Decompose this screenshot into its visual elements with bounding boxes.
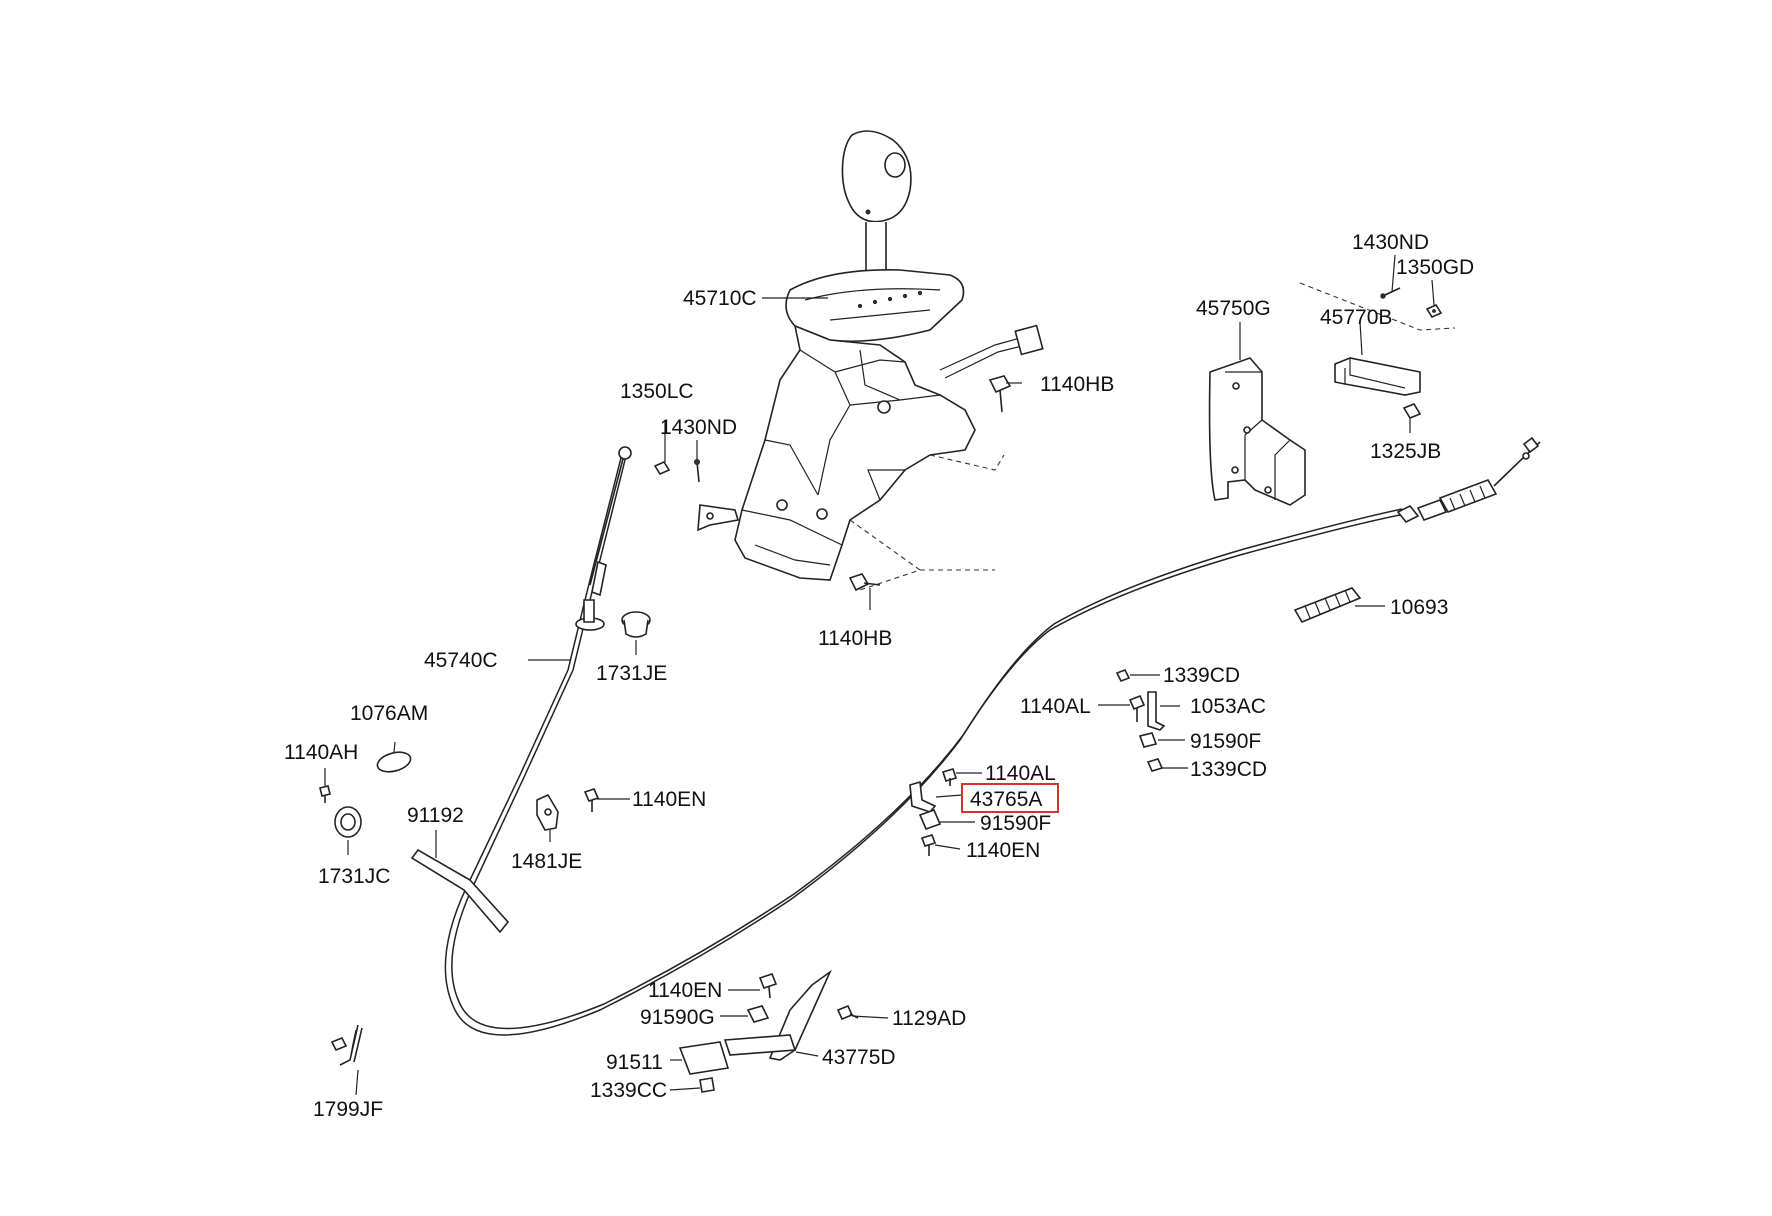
shift-lever-assembly[interactable] [697,130,1044,591]
bolt-1140en-mid-icon[interactable] [583,788,600,812]
dashed-guide-45770b [1299,282,1456,331]
label-91192[interactable]: 91192 [407,804,464,827]
label-1731je[interactable]: 1731JE [596,662,667,685]
label-1076am[interactable]: 1076AM [350,702,428,725]
label-10693[interactable]: 10693 [1390,596,1448,619]
pin-1430nd-right-icon[interactable] [1380,287,1401,299]
bracket-45750g[interactable] [1208,357,1306,506]
label-1140en-bottom[interactable]: 1140EN [648,979,722,1002]
label-91590f-mid[interactable]: 91590F [980,812,1051,835]
leader-lines [324,254,1435,1096]
label-1430nd-left[interactable]: 1430ND [660,416,737,439]
label-1129ad[interactable]: 1129AD [892,1007,966,1030]
label-91590g[interactable]: 91590G [640,1006,715,1029]
label-1140ah[interactable]: 1140AH [284,741,358,764]
label-1350lc[interactable]: 1350LC [620,380,694,403]
label-1140hb-bottom[interactable]: 1140HB [818,627,892,650]
label-1350gd[interactable]: 1350GD [1396,256,1474,279]
sensor-1799jf[interactable] [330,1024,363,1066]
shift-cable-45740c[interactable] [444,436,1541,1036]
label-43775d[interactable]: 43775D [822,1046,896,1069]
nut-1339cc-icon[interactable] [699,1077,715,1093]
grommet-1731jc-icon[interactable] [334,806,362,838]
bracket-43775d[interactable] [678,969,832,1075]
label-1339cd-top[interactable]: 1339CD [1163,664,1240,687]
bolt-1140ah-icon[interactable] [319,785,331,803]
label-1481je[interactable]: 1481JE [511,850,582,873]
cluster-43765a[interactable] [909,768,958,856]
nut-1325jb-icon[interactable] [1402,403,1422,419]
plug-1076am-icon[interactable] [375,749,413,775]
label-91511[interactable]: 91511 [606,1051,663,1074]
label-45770b[interactable]: 45770B [1320,306,1392,329]
label-1140al-right[interactable]: 1140AL [1020,695,1091,718]
label-45750g[interactable]: 45750G [1196,297,1271,320]
bolt-1140hb-bottom-icon[interactable] [848,573,881,592]
label-1430nd-right[interactable]: 1430ND [1352,231,1429,254]
label-1053ac[interactable]: 1053AC [1190,695,1266,718]
cluster-1053ac[interactable] [1115,668,1166,772]
label-1325jb[interactable]: 1325JB [1370,440,1441,463]
clip-91590g-icon[interactable] [746,1005,770,1023]
bolt-1140hb-top-icon[interactable] [988,375,1012,413]
label-1140en-right[interactable]: 1140EN [966,839,1040,862]
label-1339cd-bottom[interactable]: 1339CD [1190,758,1267,781]
bracket-45770b[interactable] [1334,357,1421,396]
label-1731jc[interactable]: 1731JC [318,865,390,888]
label-1140al-mid[interactable]: 1140AL [985,762,1056,785]
label-1799jf[interactable]: 1799JF [313,1098,383,1121]
label-1140hb-top[interactable]: 1140HB [1040,373,1114,396]
grommet-1731je-icon[interactable] [621,611,651,638]
bolt-1140en-bottom-icon[interactable] [758,973,778,999]
pin-1430nd-left-icon[interactable] [694,459,700,483]
label-1339cc[interactable]: 1339CC [590,1079,667,1102]
part-labels: 45710C 1140HB 1140HB 1350LC 1430ND 45750… [284,231,1474,1121]
label-91590f-right[interactable]: 91590F [1190,730,1261,753]
label-43765a[interactable]: 43765A [970,788,1042,811]
bolt-1129ad-icon[interactable] [836,1004,859,1021]
label-1140en-mid[interactable]: 1140EN [632,788,706,811]
nut-1350lc-icon[interactable] [653,460,671,476]
label-45740c[interactable]: 45740C [424,649,498,672]
strip-91192[interactable] [410,848,510,934]
boot-10693-icon[interactable] [1293,587,1362,624]
clip-1481je-icon[interactable] [536,793,559,831]
label-45710c[interactable]: 45710C [683,287,757,310]
nut-1350gd-icon[interactable] [1425,303,1443,319]
highlight-box-43765a [961,783,1059,813]
